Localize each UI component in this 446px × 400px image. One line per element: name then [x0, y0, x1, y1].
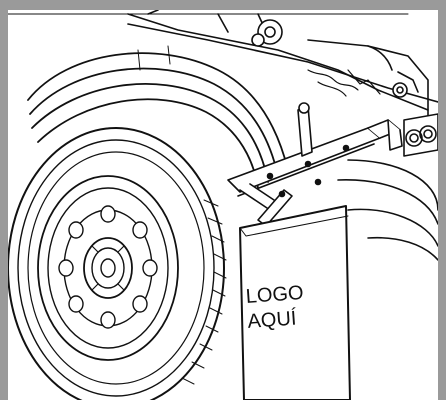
chassis-frame	[8, 10, 438, 157]
mudflap-bracket	[227, 102, 403, 227]
fender	[27, 45, 289, 189]
truck-wheel-mudflap-drawing	[8, 10, 438, 400]
illustration-canvas: LOGO AQUÍ	[8, 10, 438, 400]
rear-wheel	[337, 159, 438, 261]
wheel-rim	[37, 175, 179, 361]
mudflap	[239, 205, 351, 400]
mudflap-logo-placeholder: LOGO AQUÍ	[245, 279, 338, 335]
